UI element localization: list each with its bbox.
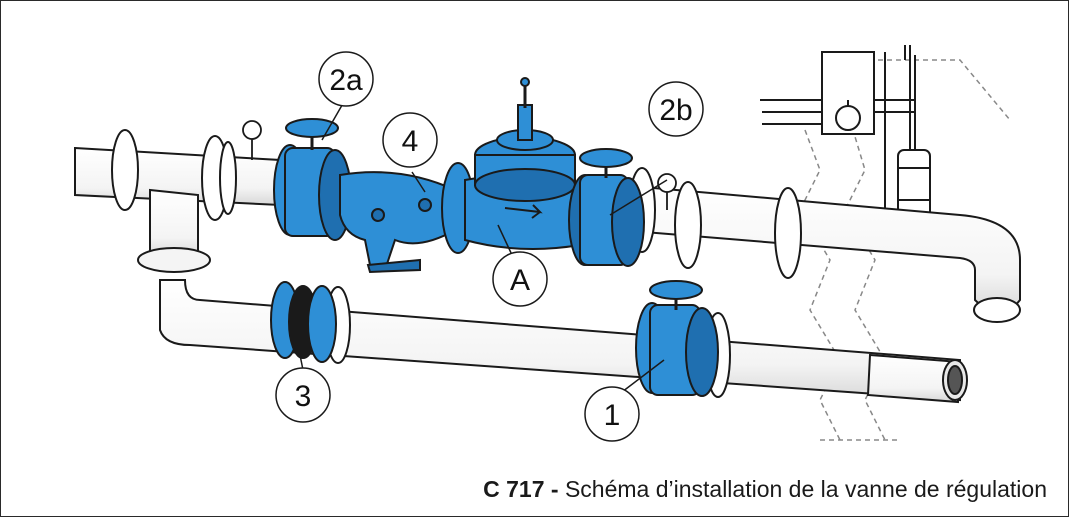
handwheel-icon xyxy=(579,148,633,168)
callouts: 2a 4 2b A 3 1 xyxy=(275,51,704,442)
float-valve-icon xyxy=(760,45,931,221)
caption-text: Schéma d’installation de la vanne de rég… xyxy=(564,476,1047,502)
svg-text:2b: 2b xyxy=(659,94,692,127)
handwheel-icon xyxy=(285,118,339,138)
compensator-3 xyxy=(270,281,337,363)
gate-valve-2b xyxy=(579,148,645,267)
callout-4: 4 xyxy=(382,112,438,168)
regulating-valve-A xyxy=(441,77,602,266)
caption-code: C 717 - xyxy=(483,476,559,502)
handwheel-icon xyxy=(649,280,703,300)
bypass-pipe xyxy=(159,279,968,404)
callout-A: A xyxy=(492,251,548,307)
figure-caption: C 717 - Schéma d’installation de la vann… xyxy=(483,476,1047,503)
svg-text:4: 4 xyxy=(402,125,419,158)
gate-valve-1 xyxy=(635,280,719,397)
pressure-gauge-icon xyxy=(242,120,677,210)
wall-structure xyxy=(799,59,1011,441)
svg-text:3: 3 xyxy=(295,380,312,413)
svg-text:2a: 2a xyxy=(329,64,363,97)
callout-2a: 2a xyxy=(318,51,374,107)
callout-2b: 2b xyxy=(648,81,704,137)
svg-text:1: 1 xyxy=(604,399,621,432)
leader-lines xyxy=(297,99,668,396)
valve-assembly xyxy=(270,77,719,397)
flow-arrow-icon xyxy=(504,204,543,219)
strainer-4 xyxy=(339,171,456,274)
gate-valve-2a xyxy=(273,118,352,241)
svg-text:A: A xyxy=(510,264,530,297)
callout-3: 3 xyxy=(275,367,331,423)
callout-1: 1 xyxy=(584,386,640,442)
